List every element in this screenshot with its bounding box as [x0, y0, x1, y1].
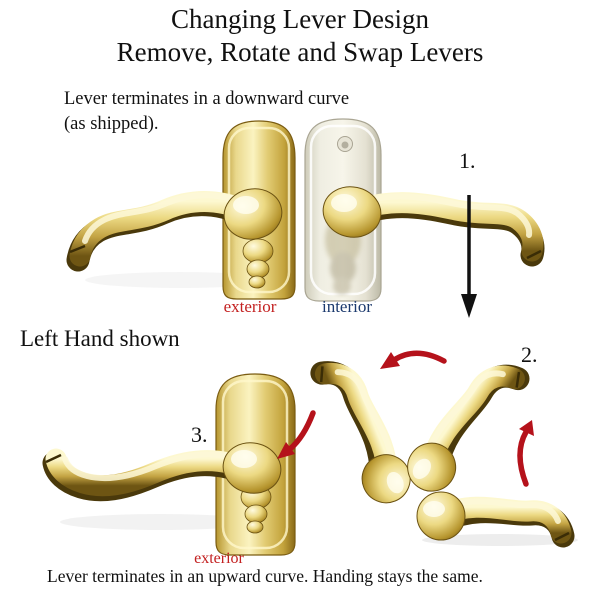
screw-hole — [337, 136, 353, 152]
step-3-number: 3. — [191, 422, 208, 447]
loose-lever-swapped — [417, 492, 569, 540]
result-lever-up — [42, 442, 282, 502]
page-title-line2: Remove, Rotate and Swap Levers — [116, 37, 484, 67]
rotate-up-arrow-icon — [517, 420, 534, 487]
result-handle-assembly — [42, 373, 296, 556]
exterior-lever-down — [66, 188, 283, 272]
interior-label: interior — [321, 297, 373, 316]
interior-lever-down — [322, 186, 545, 267]
rotate-left-arrow-icon — [380, 350, 447, 369]
interior-handle-assembly — [304, 118, 545, 302]
exterior-label-top: exterior — [223, 297, 277, 316]
exterior-label-bottom: exterior — [194, 550, 244, 567]
loose-lever-rotated-left — [316, 351, 417, 510]
step-1-number: 1. — [459, 148, 476, 173]
loose-lever-rotated-right — [398, 349, 525, 501]
exterior-spindle-knuckles — [242, 238, 274, 289]
exterior-handle-assembly — [66, 120, 296, 300]
left-hand-note: Left Hand shown — [20, 326, 180, 351]
note-result: Lever terminates in an upward curve. Han… — [47, 566, 483, 586]
page-title-line1: Changing Lever Design — [171, 4, 429, 34]
step-2-number: 2. — [521, 342, 538, 367]
note-as-shipped: Lever terminates in a downward curve (as… — [64, 89, 350, 134]
down-arrow-icon — [461, 195, 477, 318]
insert-arrow-icon — [277, 410, 316, 459]
